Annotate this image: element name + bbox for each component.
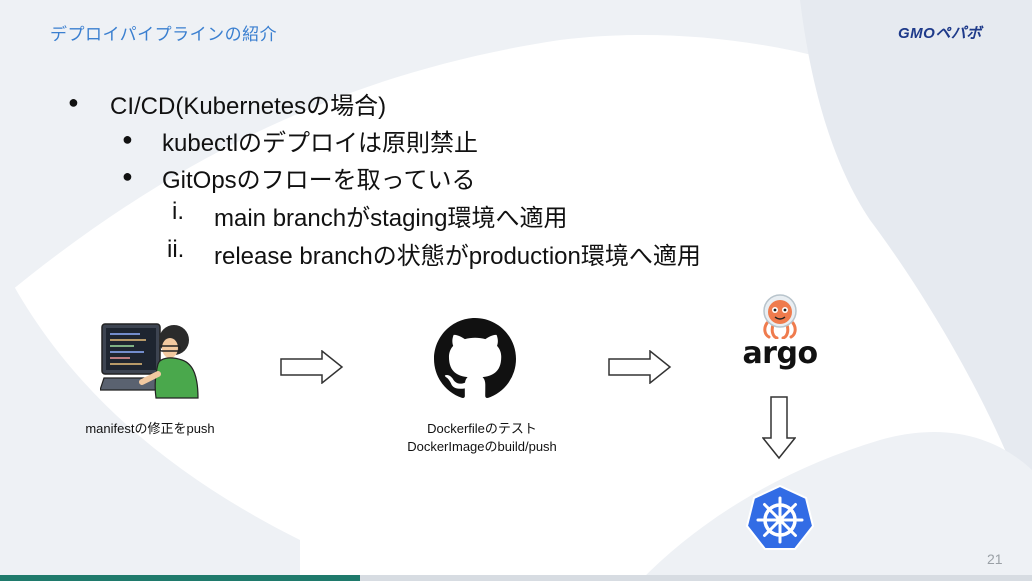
progress-bar-fill — [0, 575, 360, 581]
arrow-down-icon — [762, 396, 796, 460]
bullet-release-branch: release branchの状態がproduction環境へ適用 — [214, 243, 701, 270]
arrow-right-icon — [280, 350, 344, 384]
bullet-marker: ● — [122, 129, 133, 149]
argo-icon — [763, 294, 797, 339]
arrow-right-icon — [608, 350, 672, 384]
kubernetes-icon — [745, 484, 815, 550]
page-number: 21 — [987, 551, 1003, 567]
bullet-ci-cd: CI/CD(Kubernetesの場合) — [110, 93, 387, 120]
bullet-marker: ● — [68, 92, 79, 112]
list-marker-i: i. — [172, 198, 184, 225]
argo-logo-box: argo — [677, 281, 883, 388]
slide-title: デプロイパイプラインの紹介 — [50, 25, 278, 44]
bullet-main-branch: main branchがstaging環境へ適用 — [214, 205, 568, 232]
bullet-marker: ● — [122, 166, 133, 186]
bullet-kubectl: kubectlのデプロイは原則禁止 — [162, 130, 479, 157]
caption-line-2: DockerImageのbuild/push — [407, 439, 557, 454]
gmo-pepabo-logo: GMOペパボ — [898, 25, 982, 42]
developer-illustration — [100, 323, 199, 399]
github-icon — [434, 318, 516, 398]
progress-bar-track — [360, 575, 1032, 581]
list-marker-ii: ii. — [167, 236, 185, 263]
caption-line-1: Dockerfileのテスト — [427, 421, 537, 436]
caption-push-manifest: manifestの修正をpush — [85, 421, 215, 436]
bullet-gitops: GitOpsのフローを取っている — [162, 167, 476, 194]
argo-wordmark: argo — [742, 336, 818, 371]
caption-docker-test: Dockerfileのテスト DockerImageのbuild/push — [372, 420, 592, 456]
